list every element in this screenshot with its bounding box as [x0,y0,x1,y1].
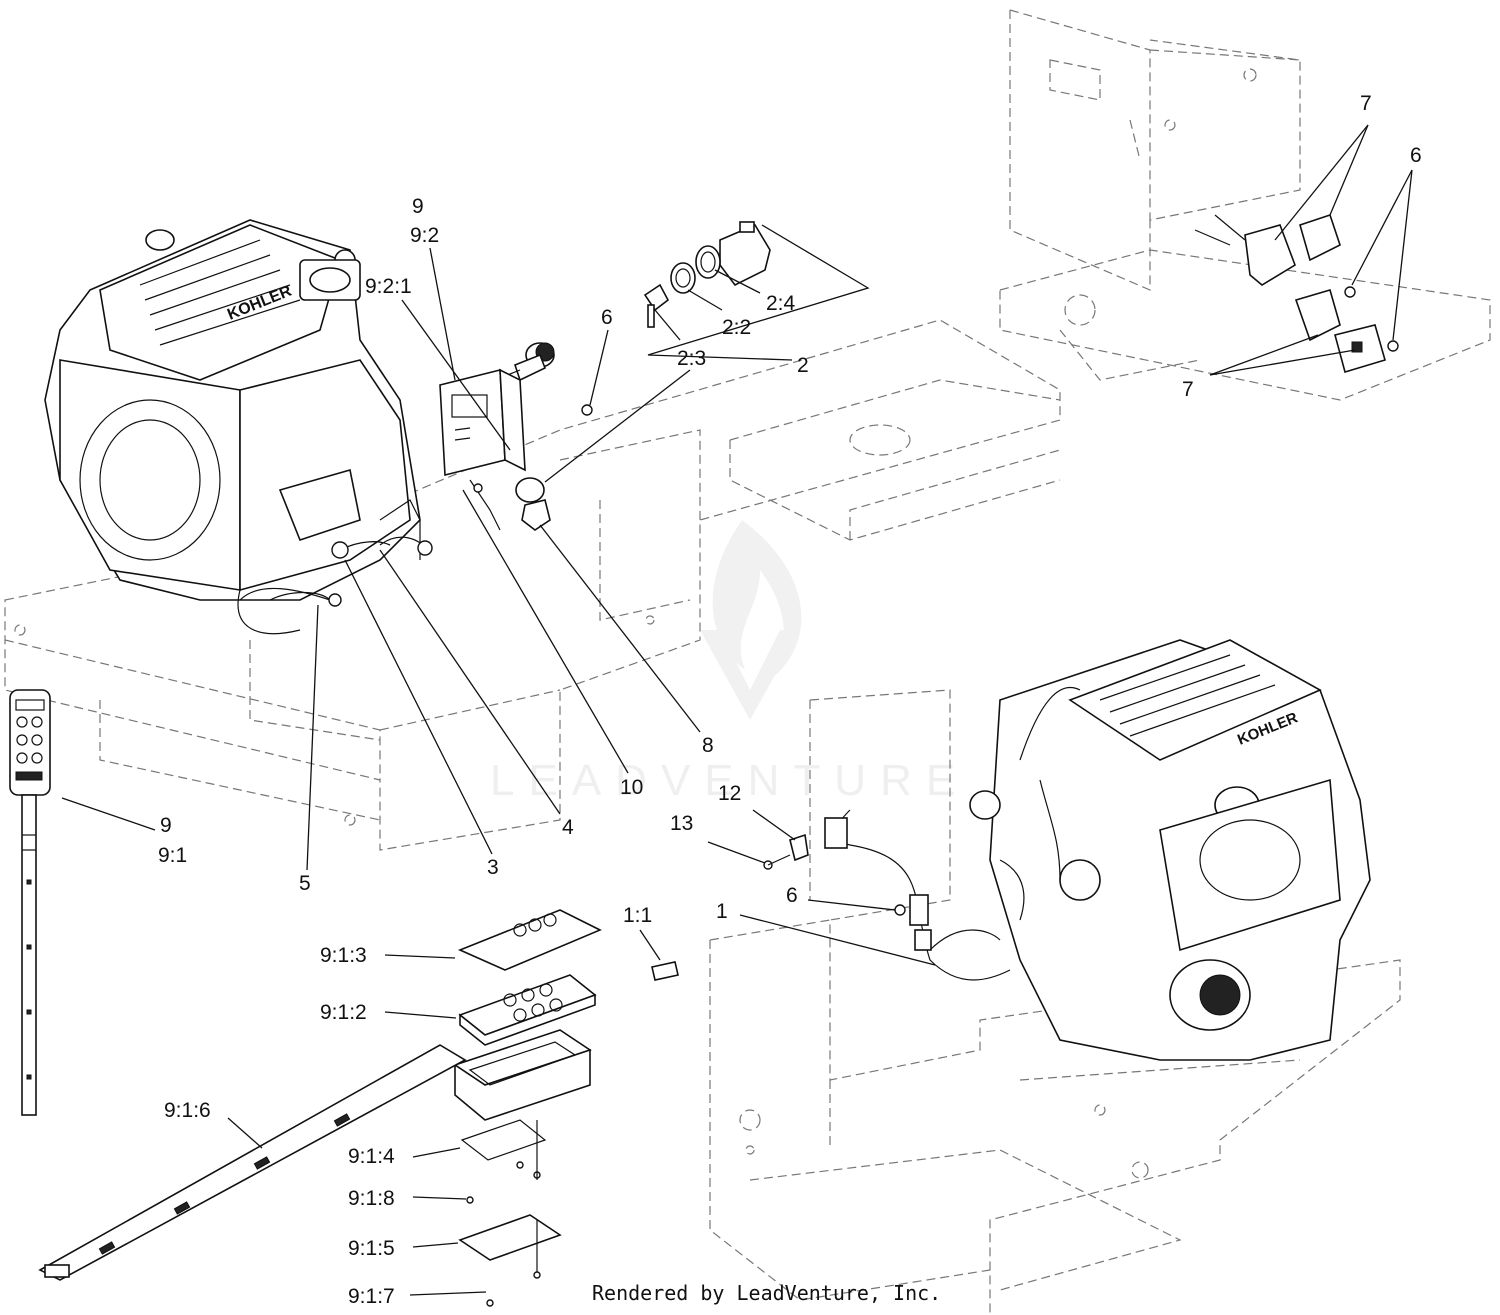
chassis-frame-phantom [4,319,1061,851]
engine-right: KOHLER [969,639,1371,1061]
battery-cables [269,536,433,607]
callouts: 9 9:2 9:2:1 6 2:3 2:2 2:4 2 7 6 7 8 10 4… [158,92,1422,1308]
pto-switch [515,477,551,531]
callout-2-2: 2:2 [722,316,751,339]
engine-right-fins [1099,654,1276,737]
callout-9-2: 9:2 [410,224,439,247]
callout-6-top: 6 [601,306,613,329]
callout-2-3: 2:3 [677,347,706,370]
callout-5: 5 [299,872,311,895]
remote-gasket [460,1119,547,1161]
callout-9-1-5: 9:1:5 [348,1237,395,1260]
callout-4: 4 [562,816,574,839]
hour-meter-gauge [494,342,555,382]
callout-12: 12 [718,782,741,805]
remote-lanyard [38,1044,467,1281]
engine-cooling-fins [139,239,301,346]
credit-text: Rendered by LeadVenture, Inc. [592,1281,941,1305]
callout-8: 8 [702,734,714,757]
oil-cap-icon [145,229,175,251]
engine-left: KOHLER [44,219,421,635]
callout-9-1-3: 9:1:3 [320,944,367,967]
callout-6-mid: 6 [786,884,798,907]
remote-exploded-parts [38,909,602,1307]
callout-13: 13 [670,812,693,835]
ignition-switch-assembly [643,221,771,328]
callout-9-1-4: 9:1:4 [348,1145,395,1168]
remote-back-plate [458,1214,562,1261]
callout-3: 3 [487,856,499,879]
nut-icon [581,404,593,416]
ground-hardware [763,833,906,916]
callout-9-left: 9 [160,814,172,837]
callout-2-4: 2:4 [766,292,796,315]
controller-module [439,368,526,531]
callout-1: 1 [716,900,728,923]
frame-bottom-right-phantom [709,689,1401,1315]
callout-7-top: 7 [1360,92,1372,115]
wiring-harness [824,809,1025,981]
callout-9-1-2: 9:1:2 [320,1001,367,1024]
keypad-overlay [457,909,602,971]
callout-7-bottom: 7 [1182,378,1194,401]
callout-1-1: 1:1 [623,904,652,927]
ignition-nut-icon [670,262,696,294]
relays [1194,213,1399,374]
callout-9-1-7: 9:1:7 [348,1285,395,1308]
callout-10: 10 [620,776,643,799]
callout-9-1-8: 9:1:8 [348,1187,395,1210]
callout-9-2-1: 9:2:1 [365,275,412,298]
callout-2: 2 [797,354,809,377]
callout-9-top: 9 [412,195,424,218]
fuse [651,961,679,981]
watermark-text: LEADVENTURE [490,756,969,805]
callout-9-1: 9:1 [158,844,187,867]
leadventure-watermark: LEADVENTURE [490,520,969,805]
callout-9-1-6: 9:1:6 [164,1099,211,1122]
remote-control [9,689,51,1116]
leader-lines [61,124,1413,1296]
frame-top-right-phantom [999,9,1491,401]
callout-6-right: 6 [1410,144,1422,167]
